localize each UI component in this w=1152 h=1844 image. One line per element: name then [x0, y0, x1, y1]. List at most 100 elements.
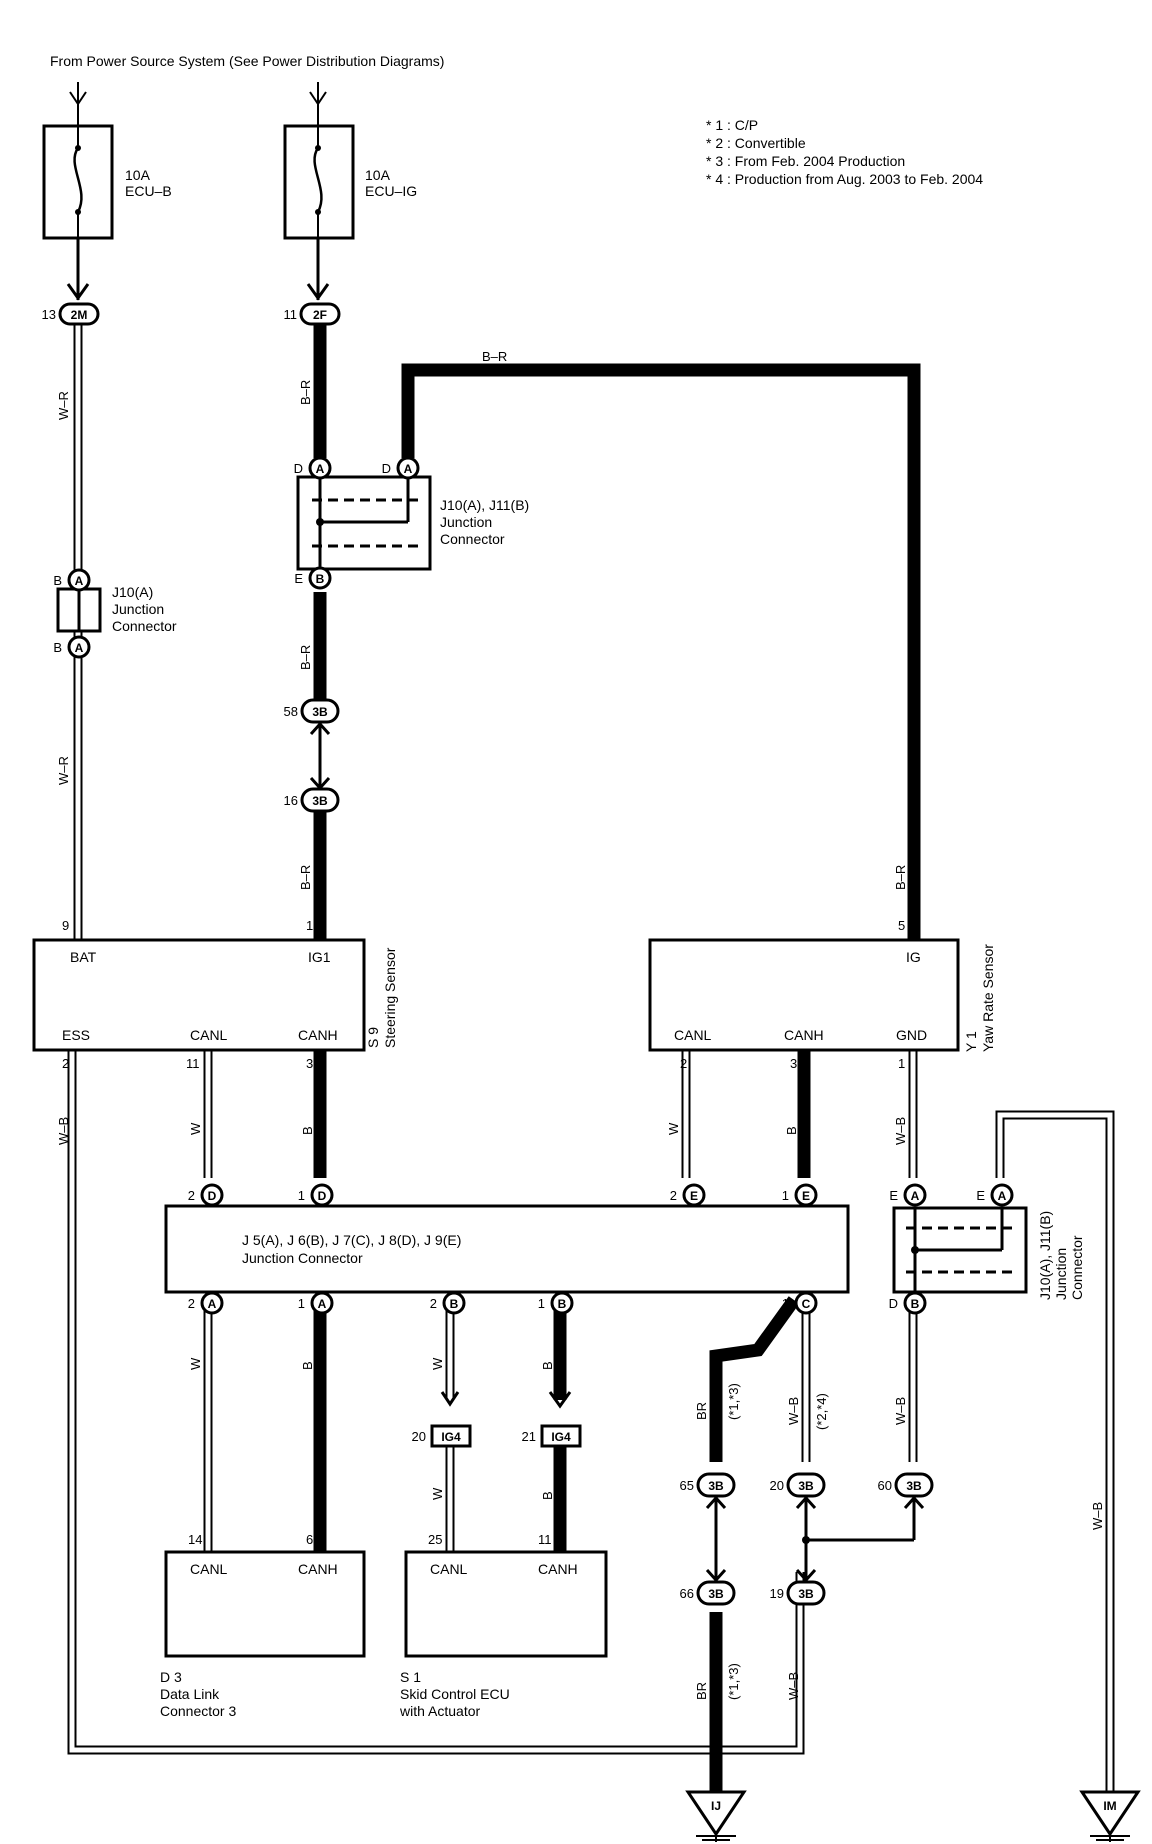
junction-top-line3: Connector: [440, 531, 505, 547]
wire-label-b-5: B: [540, 1491, 555, 1500]
fuse-ecu-ig: 10A ECU–IG: [283, 124, 417, 240]
connector-3b-66-pin: 66: [680, 1586, 694, 1601]
connector-3b-60: 3B 60: [878, 1472, 934, 1498]
junction-main-subtitle: Junction Connector: [242, 1250, 363, 1266]
feed-arrow-left: [69, 82, 87, 125]
connector-3b-65: 3B 65: [680, 1472, 736, 1498]
connector-3b-58-pin: 58: [284, 704, 298, 719]
connector-2f-pin: 11: [284, 307, 298, 322]
skid-canl-label: CANL: [430, 1561, 468, 1577]
wire-label-br-6: BR: [694, 1682, 709, 1700]
ground-im-label: IM: [1103, 1799, 1116, 1813]
wire-label-br-2: B–R: [298, 645, 313, 670]
connector-3b-16-pin: 16: [284, 793, 298, 808]
connector-3b-66-code: 3B: [708, 1587, 724, 1601]
connector-2m-code: 2M: [71, 308, 88, 322]
dlc-code: D 3: [160, 1669, 182, 1685]
wire-label-b-4: B: [540, 1361, 555, 1370]
note-3: * 3 : From Feb. 2004 Production: [706, 153, 905, 169]
jmain-bot-pin-3: 2: [430, 1296, 437, 1311]
connector-2f: 2F 11: [284, 302, 341, 326]
connector-3b-19-code: 3B: [798, 1587, 814, 1601]
skid-canh-label: CANH: [538, 1561, 578, 1577]
connector-3b-16-code: 3B: [312, 794, 328, 808]
fuse-ecu-ig-rating: 10A: [365, 167, 391, 183]
arrow-ig4-20: [440, 1391, 460, 1407]
junction-j10a-left: A B A B J10(A) Junction Connector: [53, 568, 177, 659]
links-3b-bottom: [705, 1495, 925, 1583]
connector-2f-code: 2F: [313, 308, 327, 322]
steering-pin-canh: 3: [306, 1056, 313, 1071]
wire-label-w-1: W: [188, 1122, 203, 1135]
junction-right-letter-a2: A: [998, 1189, 1007, 1203]
wire-label-wr-2: W–R: [56, 756, 71, 785]
fuse-ecu-b-name: ECU–B: [125, 183, 172, 199]
jmain-bot-pin-1: 2: [188, 1296, 195, 1311]
power-source-note: From Power Source System (See Power Dist…: [50, 53, 444, 69]
skid-control-ecu: CANL CANH 25 11 S 1 Skid Control ECU wit…: [399, 1532, 608, 1719]
junction-top-line2: Junction: [440, 514, 492, 530]
jmain-top-pin-4: 1: [782, 1188, 789, 1203]
note-2: * 2 : Convertible: [706, 135, 806, 151]
connector-3b-60-pin: 60: [878, 1478, 892, 1493]
jmain-bot-pin-4: 1: [538, 1296, 545, 1311]
jmain-top-pin-3: 2: [670, 1188, 677, 1203]
connector-2m-pin: 13: [42, 307, 56, 322]
junction-top-title: J10(A), J11(B): [440, 497, 529, 513]
steering-sensor: BAT IG1 ESS CANL CANH 9 1 2 11 3 S 9 Ste…: [32, 918, 398, 1071]
arrow-ig4-21: [548, 1391, 572, 1409]
yaw-code: Y 1: [963, 1031, 979, 1052]
connector-ig4-20-code: IG4: [441, 1430, 461, 1444]
wire-label-note13-2: (*1,*3): [726, 1663, 741, 1700]
fuse-ecu-b: 10A ECU–B: [42, 124, 172, 240]
connector-3b-66: 3B 66: [680, 1580, 736, 1606]
steering-bat-label: BAT: [70, 949, 97, 965]
connector-ig4-20: IG4 20: [412, 1424, 472, 1448]
jmain-top-pin-1: 2: [188, 1188, 195, 1203]
wire-label-b-1: B: [300, 1126, 315, 1135]
junction-right-pin-e2: E: [976, 1188, 985, 1203]
yaw-pin-gnd: 1: [898, 1056, 905, 1071]
wire-label-wr-1: W–R: [56, 391, 71, 420]
junction-j10-j11-right: A E A E B D J10(A), J11(B) Junction Conn…: [889, 1183, 1085, 1315]
wire-label-wb-6: W–B: [1090, 1502, 1105, 1530]
yaw-name: Yaw Rate Sensor: [980, 944, 996, 1052]
steering-pin-canl: 11: [186, 1056, 200, 1071]
dlc-canh-label: CANH: [298, 1561, 338, 1577]
wire-label-wb-5: W–B: [786, 1672, 801, 1700]
wire-labels-vertical: W–R W–R B–R B–R B–R B–R B–R W–B W B W B …: [56, 349, 1105, 1700]
ground-ij: IJ: [685, 1790, 747, 1842]
junction-left-line3: Connector: [112, 618, 177, 634]
wire-label-br-1: B–R: [298, 380, 313, 405]
jmain-bot-letter-4: B: [558, 1297, 567, 1311]
junction-left-letter-bot: A: [75, 641, 84, 655]
connector-ig4-21-pin: 21: [522, 1429, 536, 1444]
junction-left-pin-bot: B: [53, 640, 62, 655]
thick-wires: [313, 314, 921, 1792]
steering-pin-ig1: 1: [306, 918, 313, 933]
jmain-bot-letter-1: A: [208, 1297, 217, 1311]
steering-ess-label: ESS: [62, 1027, 90, 1043]
connector-2m: 2M 13: [42, 302, 100, 326]
yaw-rate-sensor: IG CANL CANH GND 5 2 3 1 Y 1 Yaw Rate Se…: [648, 918, 996, 1071]
notes-block: * 1 : C/P * 2 : Convertible * 3 : From F…: [706, 117, 983, 187]
fuse-ecu-ig-name: ECU–IG: [365, 183, 417, 199]
junction-right-letter-a1: A: [911, 1189, 920, 1203]
wire-label-wb-1: W–B: [56, 1117, 71, 1145]
yaw-gnd-label: GND: [896, 1027, 927, 1043]
connector-3b-20-pin: 20: [770, 1478, 784, 1493]
skid-name-1: Skid Control ECU: [400, 1686, 510, 1702]
yaw-canl-label: CANL: [674, 1027, 712, 1043]
wire-label-b-2: B: [784, 1126, 799, 1135]
wire-label-wb-2: W–B: [893, 1117, 908, 1145]
junction-top-letter-b: B: [316, 572, 325, 586]
dlc-pin-canl: 14: [188, 1532, 202, 1547]
steering-pin-bat: 9: [62, 918, 69, 933]
skid-name-2: with Actuator: [399, 1703, 480, 1719]
dlc-pin-canh: 6: [306, 1532, 313, 1547]
arrow-2m: [66, 238, 90, 301]
connector-3b-19: 3B 19: [770, 1580, 826, 1606]
connector-3b-60-code: 3B: [906, 1479, 922, 1493]
yaw-ig-label: IG: [906, 949, 921, 965]
